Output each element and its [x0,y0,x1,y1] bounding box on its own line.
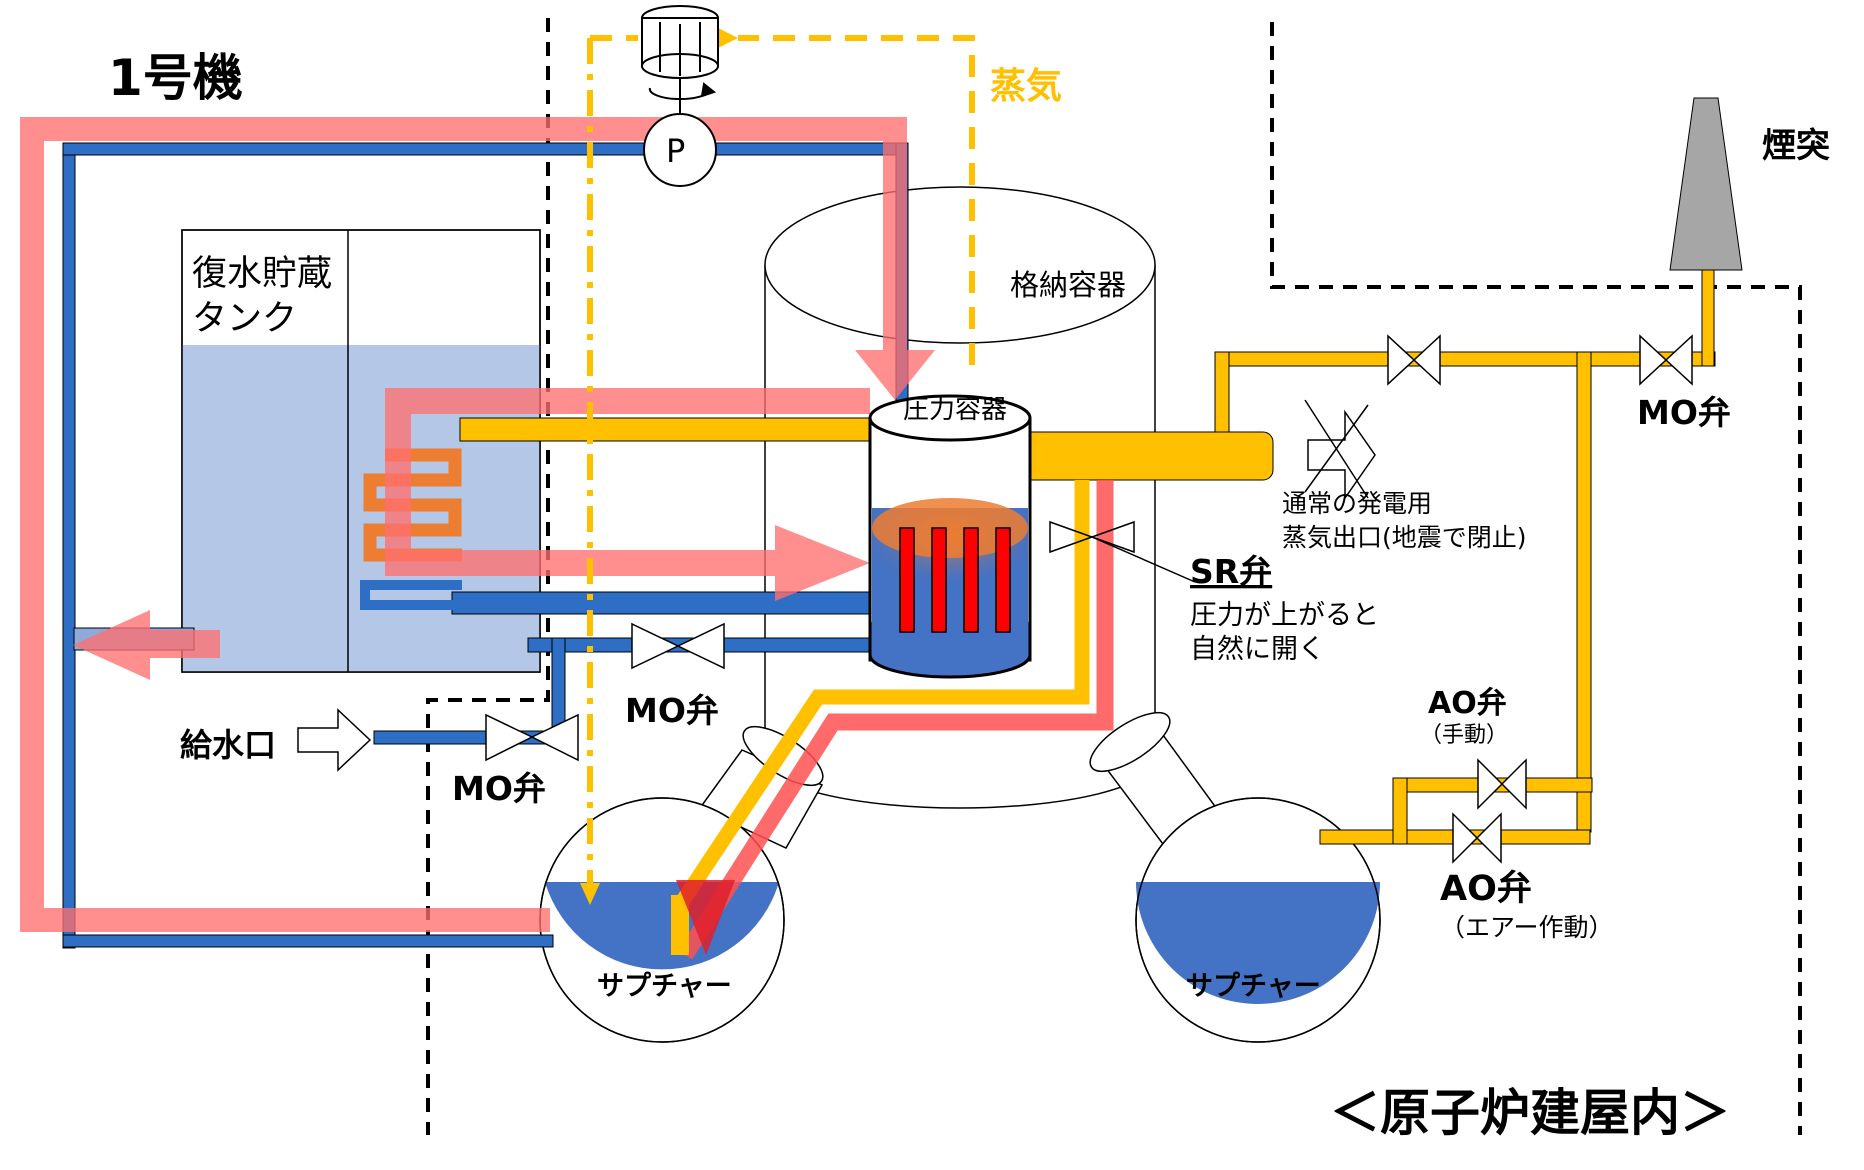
sr-discharge-lines [673,480,1114,960]
steam-line-valve [1387,334,1441,386]
sr-discharge-outlet [671,895,689,955]
chimney-icon [1669,97,1743,271]
blue-piping [62,142,909,949]
pressure-vessel-label: 圧力容器 [903,395,1007,425]
mo-valve-chimney [1639,334,1693,386]
mo-valve-label-feed: MO弁 [452,769,546,808]
building-label: ＜原子炉建屋内＞ [1330,1084,1730,1142]
suppression-label-left: サプチャー [597,971,732,1002]
suppression-chamber-right [1089,711,1381,1043]
heat-exchanger-coil [360,448,462,610]
pump-label: P [666,132,685,170]
chimney-label: 煙突 [1762,126,1830,166]
pump-icon: P [643,113,717,187]
steam-line [587,35,975,895]
turbine-icon [641,5,719,128]
sr-valve-desc-2: 自然に開く [1190,634,1325,665]
ao-valve-label-air: AO弁 [1440,869,1532,909]
feed-inlet-label: 給水口 [180,726,276,764]
mo-valve-label-vessel: MO弁 [625,691,719,730]
containment-label: 格納容器 [1010,268,1126,302]
steam-outlet-label-2: 蒸気出口(地震で閉止) [1282,523,1527,552]
sr-discharge-arrow [676,880,735,955]
ao-valve-air-desc: （エアー作動） [1440,913,1614,942]
red-flow-path [20,117,935,932]
sr-valve [1049,520,1196,583]
steam-arrow-down [580,883,600,905]
mo-valve-vessel [631,622,725,670]
suppression-chamber-left [539,725,824,1043]
sr-valve-desc-1: 圧力が上がると [1190,600,1379,631]
closed-steam-outlet [1304,399,1376,501]
feed-inlet-arrow [297,708,372,772]
steam-label: 蒸気 [990,66,1062,107]
ao-valve-manual-desc: （手動） [1420,723,1508,748]
ao-valve-label-manual: AO弁 [1428,686,1507,721]
steam-outlet-label-1: 通常の発電用 [1282,489,1432,518]
pressure-vessel [868,394,1032,679]
unit-title: 1号機 [108,49,243,107]
condenser-tank-label-1: 復水貯蔵 [192,254,332,294]
yellow-steam-piping [459,257,1716,845]
steam-arrow-left [718,28,738,48]
mo-valve-label-chimney: MO弁 [1637,393,1731,432]
mo-valve-feed [485,713,579,762]
ao-valve-air [1452,812,1502,864]
suppression-label-right: サプチャー [1186,971,1321,1002]
condenser-tank-label-2: タンク [192,299,297,339]
ao-valve-manual [1477,758,1527,810]
fuel-rods [899,527,1011,633]
sr-valve-label: SR弁 [1190,552,1272,591]
